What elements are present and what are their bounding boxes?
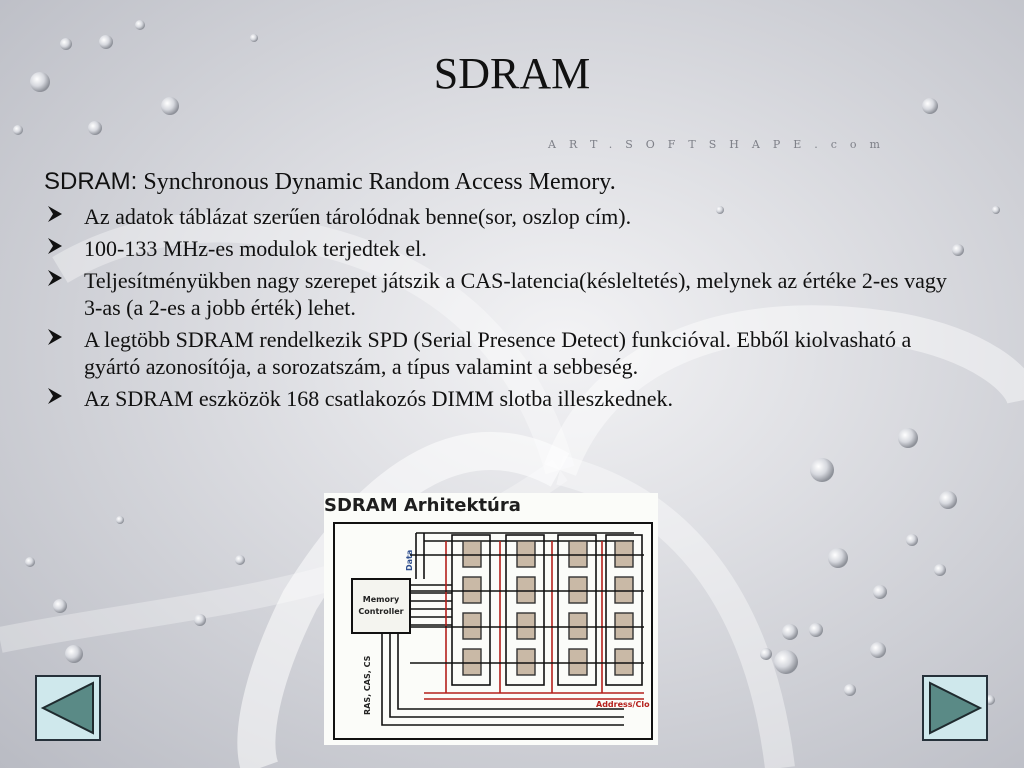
watermark-text: ART.SOFTSHAPE.com: [548, 138, 893, 151]
diagram-frame: [333, 522, 653, 740]
bullet-text: A legtöbb SDRAM rendelkezik SPD (Serial …: [84, 327, 912, 379]
bullet-text: Teljesítményükben nagy szerepet játszik …: [84, 268, 947, 320]
intro-line: SDRAM: Synchronous Dynamic Random Access…: [44, 166, 964, 198]
controller-label-2: Controller: [358, 607, 403, 616]
module-column-2: [499, 534, 545, 693]
arrowhead-bullet-icon: [48, 238, 62, 254]
arrowhead-bullet-icon: [48, 206, 62, 222]
arrowhead-bullet-icon: [48, 329, 62, 345]
previous-slide-button[interactable]: [35, 675, 101, 741]
module-column-3: [551, 534, 597, 693]
list-item: Az SDRAM eszközök 168 csatlakozós DIMM s…: [44, 385, 964, 412]
bullet-text: Az SDRAM eszközök 168 csatlakozós DIMM s…: [84, 386, 674, 411]
triangle-left-icon: [40, 681, 94, 735]
list-item: 100-133 MHz-es modulok terjedtek el.: [44, 235, 964, 262]
dimm-modules: [445, 534, 643, 693]
address-label: Address/Clo: [596, 700, 650, 709]
controller-label-1: Memory: [363, 595, 400, 604]
slide-title: SDRAM: [433, 49, 591, 98]
arrowhead-bullet-icon: [48, 270, 62, 286]
address-bus-lines: [424, 692, 644, 700]
bullet-text: 100-133 MHz-es modulok terjedtek el.: [84, 236, 427, 261]
arrowhead-bullet-icon: [48, 388, 62, 404]
sdram-architecture-image: Memory Controller Data RAS, CAS, CS Addr…: [324, 493, 658, 745]
module-column-4: [601, 534, 643, 693]
module-column-1: [445, 534, 491, 693]
memory-controller-box: [351, 578, 411, 634]
figure-title: SDRAM Arhitektúra: [324, 495, 521, 516]
row-bus-lines: [410, 554, 644, 664]
intro-term: SDRAM:: [44, 168, 138, 195]
list-item: Teljesítményükben nagy szerepet játszik …: [44, 267, 964, 321]
list-item: Az adatok táblázat szerűen tárolódnak be…: [44, 203, 964, 230]
slide-content: SDRAM: Synchronous Dynamic Random Access…: [44, 166, 964, 412]
architecture-diagram: Memory Controller Data RAS, CAS, CS Addr…: [333, 522, 653, 740]
triangle-right-icon: [929, 681, 983, 735]
list-item: A legtöbb SDRAM rendelkezik SPD (Serial …: [44, 326, 964, 380]
bullet-text: Az adatok táblázat szerűen tárolódnak be…: [84, 204, 632, 229]
bullet-list: Az adatok táblázat szerűen tárolódnak be…: [44, 203, 964, 412]
next-slide-button[interactable]: [922, 675, 988, 741]
data-label: Data: [405, 550, 414, 571]
signal-label: RAS, CAS, CS: [363, 655, 372, 715]
intro-definition: Synchronous Dynamic Random Access Memory…: [143, 169, 616, 195]
